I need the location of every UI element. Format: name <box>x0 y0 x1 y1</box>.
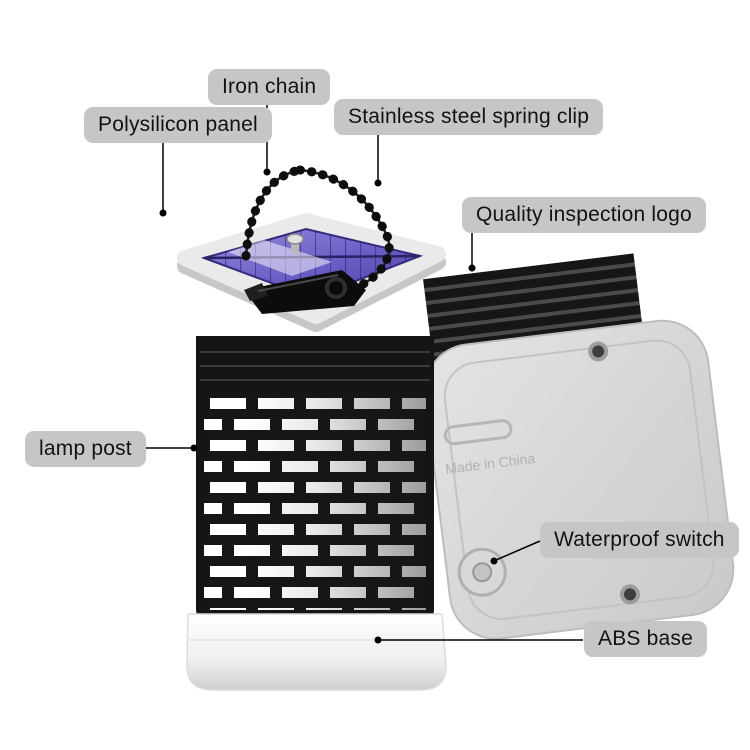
screw-top <box>588 341 609 362</box>
leader-polysilicon-panel <box>159 143 167 217</box>
callout-quality-logo: Quality inspection logo <box>462 197 706 234</box>
screw-bottom <box>620 584 641 605</box>
bottom-view-unit: Made in China <box>423 253 735 640</box>
panel-screw <box>286 233 304 254</box>
lamp-post-body <box>196 336 434 620</box>
leader-lamp-post <box>142 444 198 452</box>
callout-spring-clip: Stainless steel spring clip <box>334 99 604 136</box>
callout-polysilicon-panel: Polysilicon panel <box>84 107 272 144</box>
shell-seam <box>443 339 715 620</box>
leader-spring-clip <box>374 135 382 187</box>
leader-lines <box>142 105 583 644</box>
leader-quality-logo <box>468 233 476 272</box>
panel-glare <box>228 240 332 276</box>
leader-waterproof-switch <box>490 540 541 565</box>
leader-abs-base <box>374 636 583 644</box>
iron-chain <box>241 165 394 293</box>
abs-base <box>186 613 447 691</box>
spring-clip <box>244 270 366 314</box>
callout-abs-base: ABS base <box>584 621 707 658</box>
callout-waterproof-switch: Waterproof switch <box>540 522 739 559</box>
callout-iron-chain: Iron chain <box>208 69 331 106</box>
solar-lamp <box>177 165 447 691</box>
callout-lamp-post: lamp post <box>25 431 146 468</box>
